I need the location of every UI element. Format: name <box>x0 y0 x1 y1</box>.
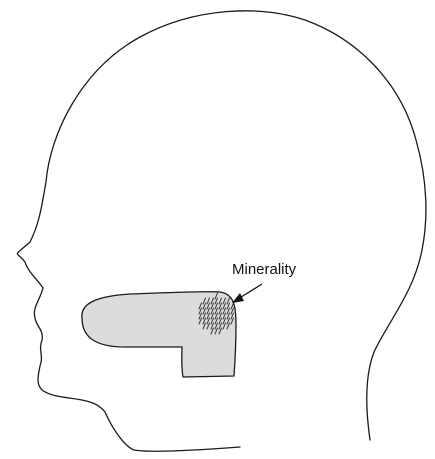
annotation-arrowhead <box>232 293 244 303</box>
head-outline <box>17 11 426 451</box>
minerality-label: Minerality <box>232 261 297 278</box>
